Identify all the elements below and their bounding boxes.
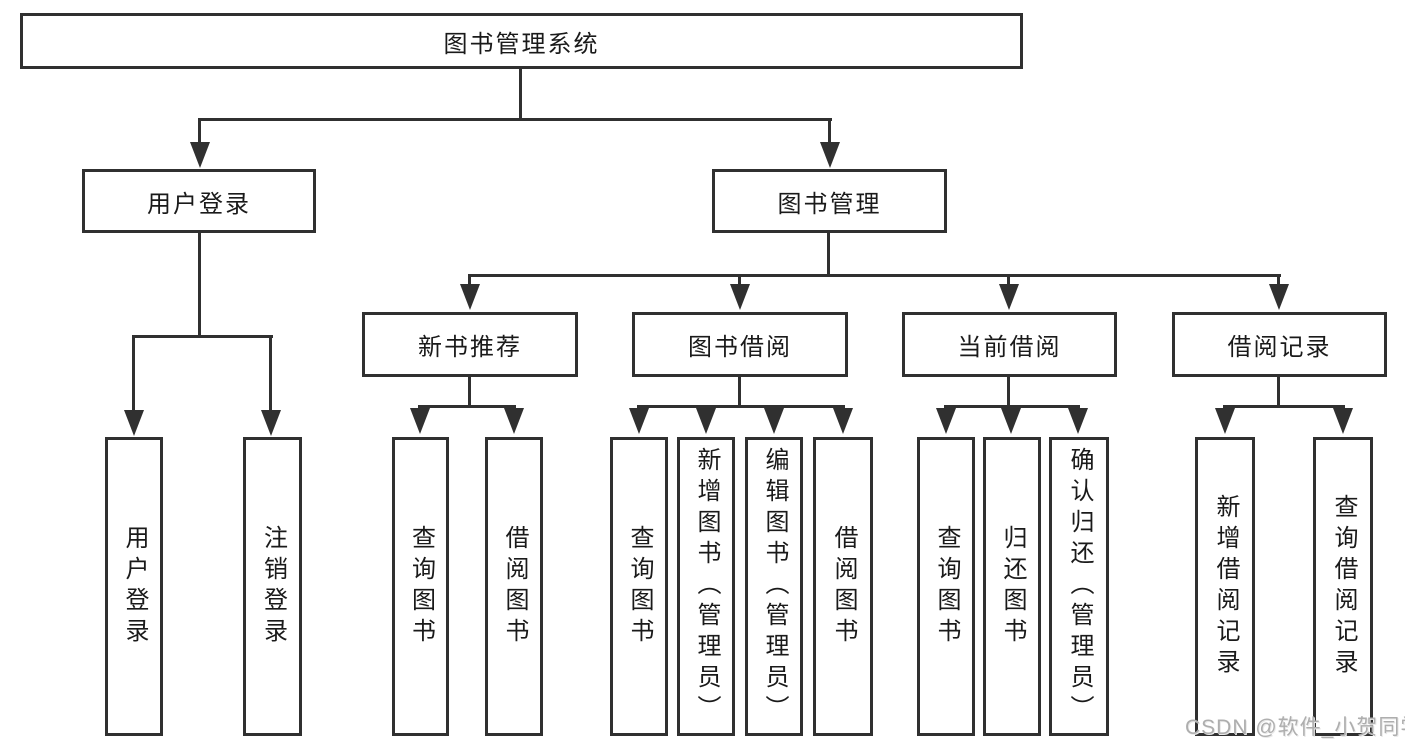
leaf-edit-books-admin: 编辑图书（管理员）	[745, 437, 803, 736]
node-book-borrowing: 图书借阅	[632, 312, 848, 377]
arrow-to-leaf-login	[124, 410, 144, 436]
connector-book-mgmt-stem	[827, 233, 830, 274]
arrow-to-leaf-logout	[261, 410, 281, 436]
arrow-borrow-leaf-3	[764, 408, 784, 434]
arrow-borrow-leaf-2	[696, 408, 716, 434]
connector-newbook-hbar	[418, 405, 516, 408]
csdn-watermark: CSDN @软件_小贺同学	[1185, 716, 1405, 739]
node-label: 用户登录	[147, 190, 251, 218]
leaf-query-books-current: 查询图书	[917, 437, 975, 736]
leaf-label: 新增图书（管理员）	[693, 447, 720, 726]
arrow-newbook-leaf-1	[410, 408, 430, 434]
leaf-label: 编辑图书（管理员）	[761, 447, 788, 726]
leaf-borrow-books: 借阅图书	[813, 437, 873, 736]
arrow-newbook-leaf-2	[504, 408, 524, 434]
connector-drop-book-borrow	[738, 274, 741, 288]
leaf-query-borrow-record: 查询借阅记录	[1313, 437, 1373, 736]
node-borrowing-records: 借阅记录	[1172, 312, 1387, 377]
node-label: 新书推荐	[418, 334, 522, 361]
arrow-to-user-login	[190, 142, 210, 168]
leaf-confirm-return-admin: 确认归还（管理员）	[1049, 437, 1109, 736]
leaf-label: 注销登录	[259, 524, 287, 649]
leaf-label: 借阅图书	[501, 524, 528, 649]
connector-records-stem	[1277, 377, 1280, 405]
arrow-to-book-management	[820, 142, 840, 168]
connector-drop-leaf-logout	[269, 335, 272, 410]
arrow-current-leaf-2	[1001, 408, 1021, 434]
node-label: 图书管理	[777, 190, 882, 218]
node-label: 借阅记录	[1227, 334, 1332, 361]
leaf-label: 借阅图书	[830, 524, 857, 649]
node-current-borrowing: 当前借阅	[902, 312, 1117, 377]
connector-newbook-stem	[468, 377, 471, 405]
arrow-to-new-book	[460, 284, 480, 310]
leaf-logout: 注销登录	[243, 437, 302, 736]
connector-drop-user-login	[198, 118, 201, 145]
connector-records-hbar	[1223, 405, 1345, 408]
node-label: 图书借阅	[688, 334, 792, 361]
leaf-label: 查询图书	[626, 524, 653, 649]
connector-root-hbar	[198, 118, 832, 121]
leaf-add-borrow-record: 新增借阅记录	[1195, 437, 1255, 736]
arrow-borrow-leaf-4	[833, 408, 853, 434]
leaf-return-books: 归还图书	[983, 437, 1041, 736]
connector-drop-borrow-records	[1277, 274, 1280, 288]
arrow-to-book-borrow	[730, 284, 750, 310]
leaf-user-login: 用户登录	[105, 437, 163, 736]
node-label: 图书管理系统	[443, 30, 600, 58]
connector-book-mgmt-hbar	[468, 274, 1281, 277]
connector-drop-leaf-login	[132, 335, 135, 410]
arrow-records-leaf-1	[1215, 408, 1235, 434]
leaf-label: 新增借阅记录	[1212, 493, 1239, 680]
connector-user-login-stem	[198, 233, 201, 335]
connector-root-stem	[519, 69, 522, 118]
leaf-add-books-admin: 新增图书（管理员）	[677, 437, 735, 736]
leaf-label: 查询图书	[933, 524, 960, 649]
arrow-current-leaf-1	[936, 408, 956, 434]
leaf-label: 查询图书	[407, 524, 435, 649]
leaf-label: 查询借阅记录	[1330, 493, 1357, 680]
connector-borrow-hbar	[637, 405, 845, 408]
leaf-query-books-borrow: 查询图书	[610, 437, 668, 736]
connector-user-login-hbar	[132, 335, 273, 338]
connector-drop-new-book	[468, 274, 471, 288]
arrow-current-leaf-3	[1068, 408, 1088, 434]
connector-current-hbar	[944, 405, 1080, 408]
connector-drop-current-borrow	[1007, 274, 1010, 288]
leaf-borrow-books-recommend: 借阅图书	[485, 437, 543, 736]
node-new-book-recommendation: 新书推荐	[362, 312, 578, 377]
node-user-login: 用户登录	[82, 169, 316, 233]
connector-current-stem	[1007, 377, 1010, 405]
arrow-borrow-leaf-1	[629, 408, 649, 434]
arrow-records-leaf-2	[1333, 408, 1353, 434]
node-library-management-system: 图书管理系统	[20, 13, 1023, 69]
node-book-management: 图书管理	[712, 169, 947, 233]
leaf-label: 用户登录	[121, 524, 148, 649]
node-label: 当前借阅	[957, 334, 1062, 361]
leaf-query-books-recommend: 查询图书	[392, 437, 449, 736]
arrow-to-borrow-records	[1269, 284, 1289, 310]
arrow-to-current-borrow	[999, 284, 1019, 310]
connector-borrow-stem	[738, 377, 741, 405]
leaf-label: 归还图书	[999, 524, 1026, 649]
connector-drop-book-management	[828, 118, 831, 145]
leaf-label: 确认归还（管理员）	[1066, 447, 1093, 726]
